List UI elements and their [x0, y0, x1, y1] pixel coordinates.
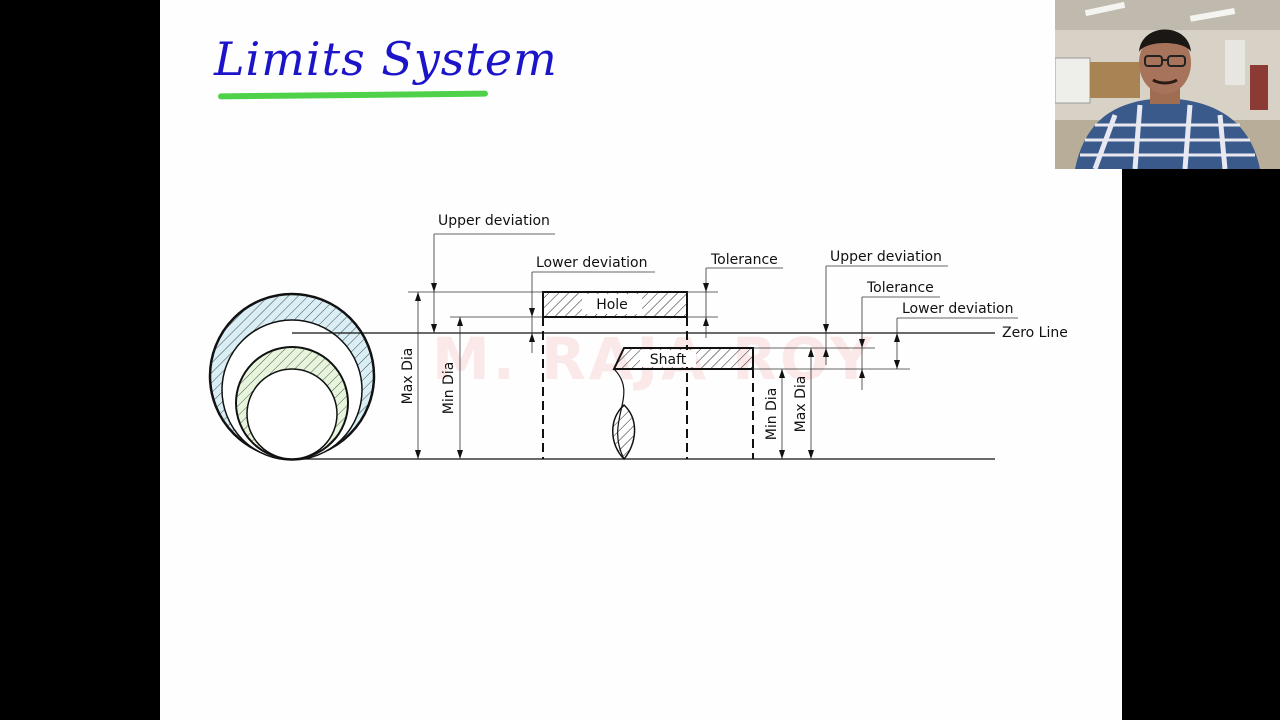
shaft-max-dia-dimension [808, 348, 814, 459]
limits-diagram: Zero Line Hole Shaft Max Dia [208, 213, 1068, 461]
shaft-upper-deviation-label: Upper deviation [830, 249, 942, 265]
shaft-max-dia-label: Max Dia [793, 376, 809, 433]
presenter-video-frame [1055, 0, 1280, 169]
shaft-label: Shaft [650, 352, 687, 368]
shaft-tolerance-leader [859, 296, 940, 390]
hole-upper-deviation-label: Upper deviation [438, 213, 550, 229]
hole-label: Hole [596, 297, 628, 313]
slide-canvas: Limits System M. RAJA ROY Zero Line Hole [160, 0, 1122, 720]
hole-upper-deviation-leader [431, 233, 555, 333]
hole-tolerance-label: Tolerance [710, 252, 778, 268]
shaft-lower-deviation-leader [894, 317, 1018, 369]
hole-max-dia-label: Max Dia [400, 348, 416, 405]
circle-section-view [208, 292, 376, 461]
shaft-lower-deviation-label: Lower deviation [902, 301, 1013, 317]
shaft-min-dia-label: Min Dia [764, 388, 780, 441]
hole-min-dia-label: Min Dia [441, 362, 457, 415]
shaft-break-section [612, 403, 636, 461]
shaft-inner-circle [246, 368, 338, 460]
hole-lower-deviation-label: Lower deviation [536, 255, 647, 271]
hole-max-dia-dimension [415, 292, 421, 459]
hole-lower-deviation-leader [529, 271, 655, 353]
hole-tolerance-leader [703, 267, 783, 338]
shaft-upper-deviation-leader [823, 265, 948, 365]
shaft-tolerance-label: Tolerance [866, 280, 934, 296]
zero-line-label: Zero Line [1002, 325, 1068, 341]
shaft-min-dia-dimension [779, 369, 785, 459]
presenter-webcam [1055, 0, 1280, 169]
slide-title: Limits System [214, 32, 558, 86]
hole-min-dia-dimension [457, 317, 463, 459]
